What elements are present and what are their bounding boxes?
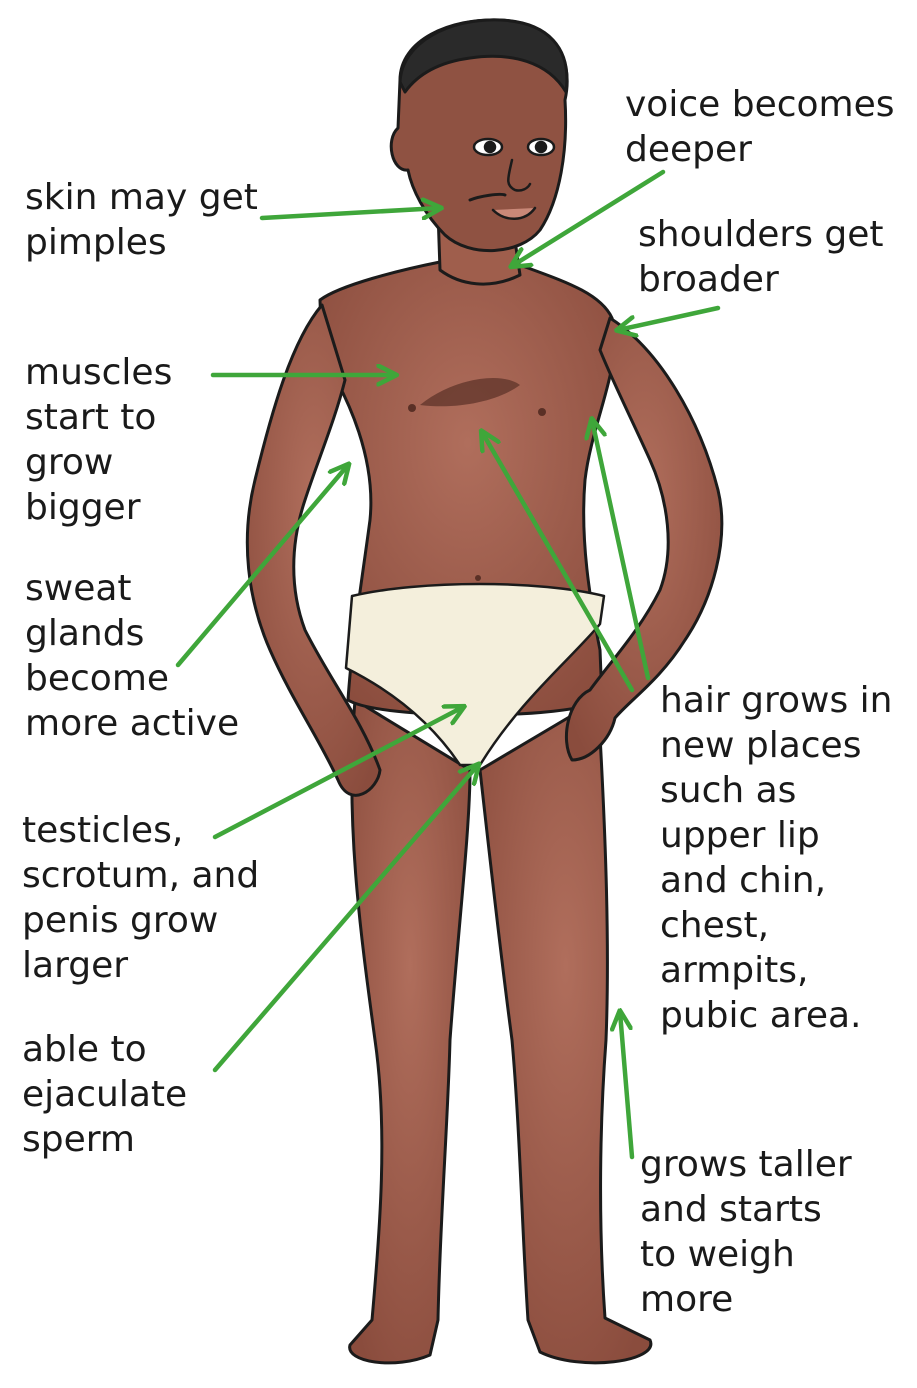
- label-hair-growth: hair grows in new places such as upper l…: [660, 678, 892, 1038]
- label-genitals: testicles, scrotum, and penis grow large…: [22, 808, 259, 988]
- arrow-taller: [620, 1012, 632, 1157]
- label-ejaculate: able to ejaculate sperm: [22, 1027, 187, 1162]
- arrow-shoulders: [618, 308, 718, 330]
- label-shoulders: shoulders get broader: [638, 212, 884, 302]
- right-leg: [480, 700, 651, 1363]
- left-leg: [350, 700, 470, 1363]
- label-muscles: muscles start to grow bigger: [25, 350, 172, 530]
- label-voice: voice becomes deeper: [625, 82, 895, 172]
- arrow-skin: [262, 208, 440, 218]
- label-taller: grows taller and starts to weigh more: [640, 1142, 852, 1322]
- label-sweat-glands: sweat glands become more active: [25, 566, 239, 746]
- label-skin: skin may get pimples: [25, 175, 258, 265]
